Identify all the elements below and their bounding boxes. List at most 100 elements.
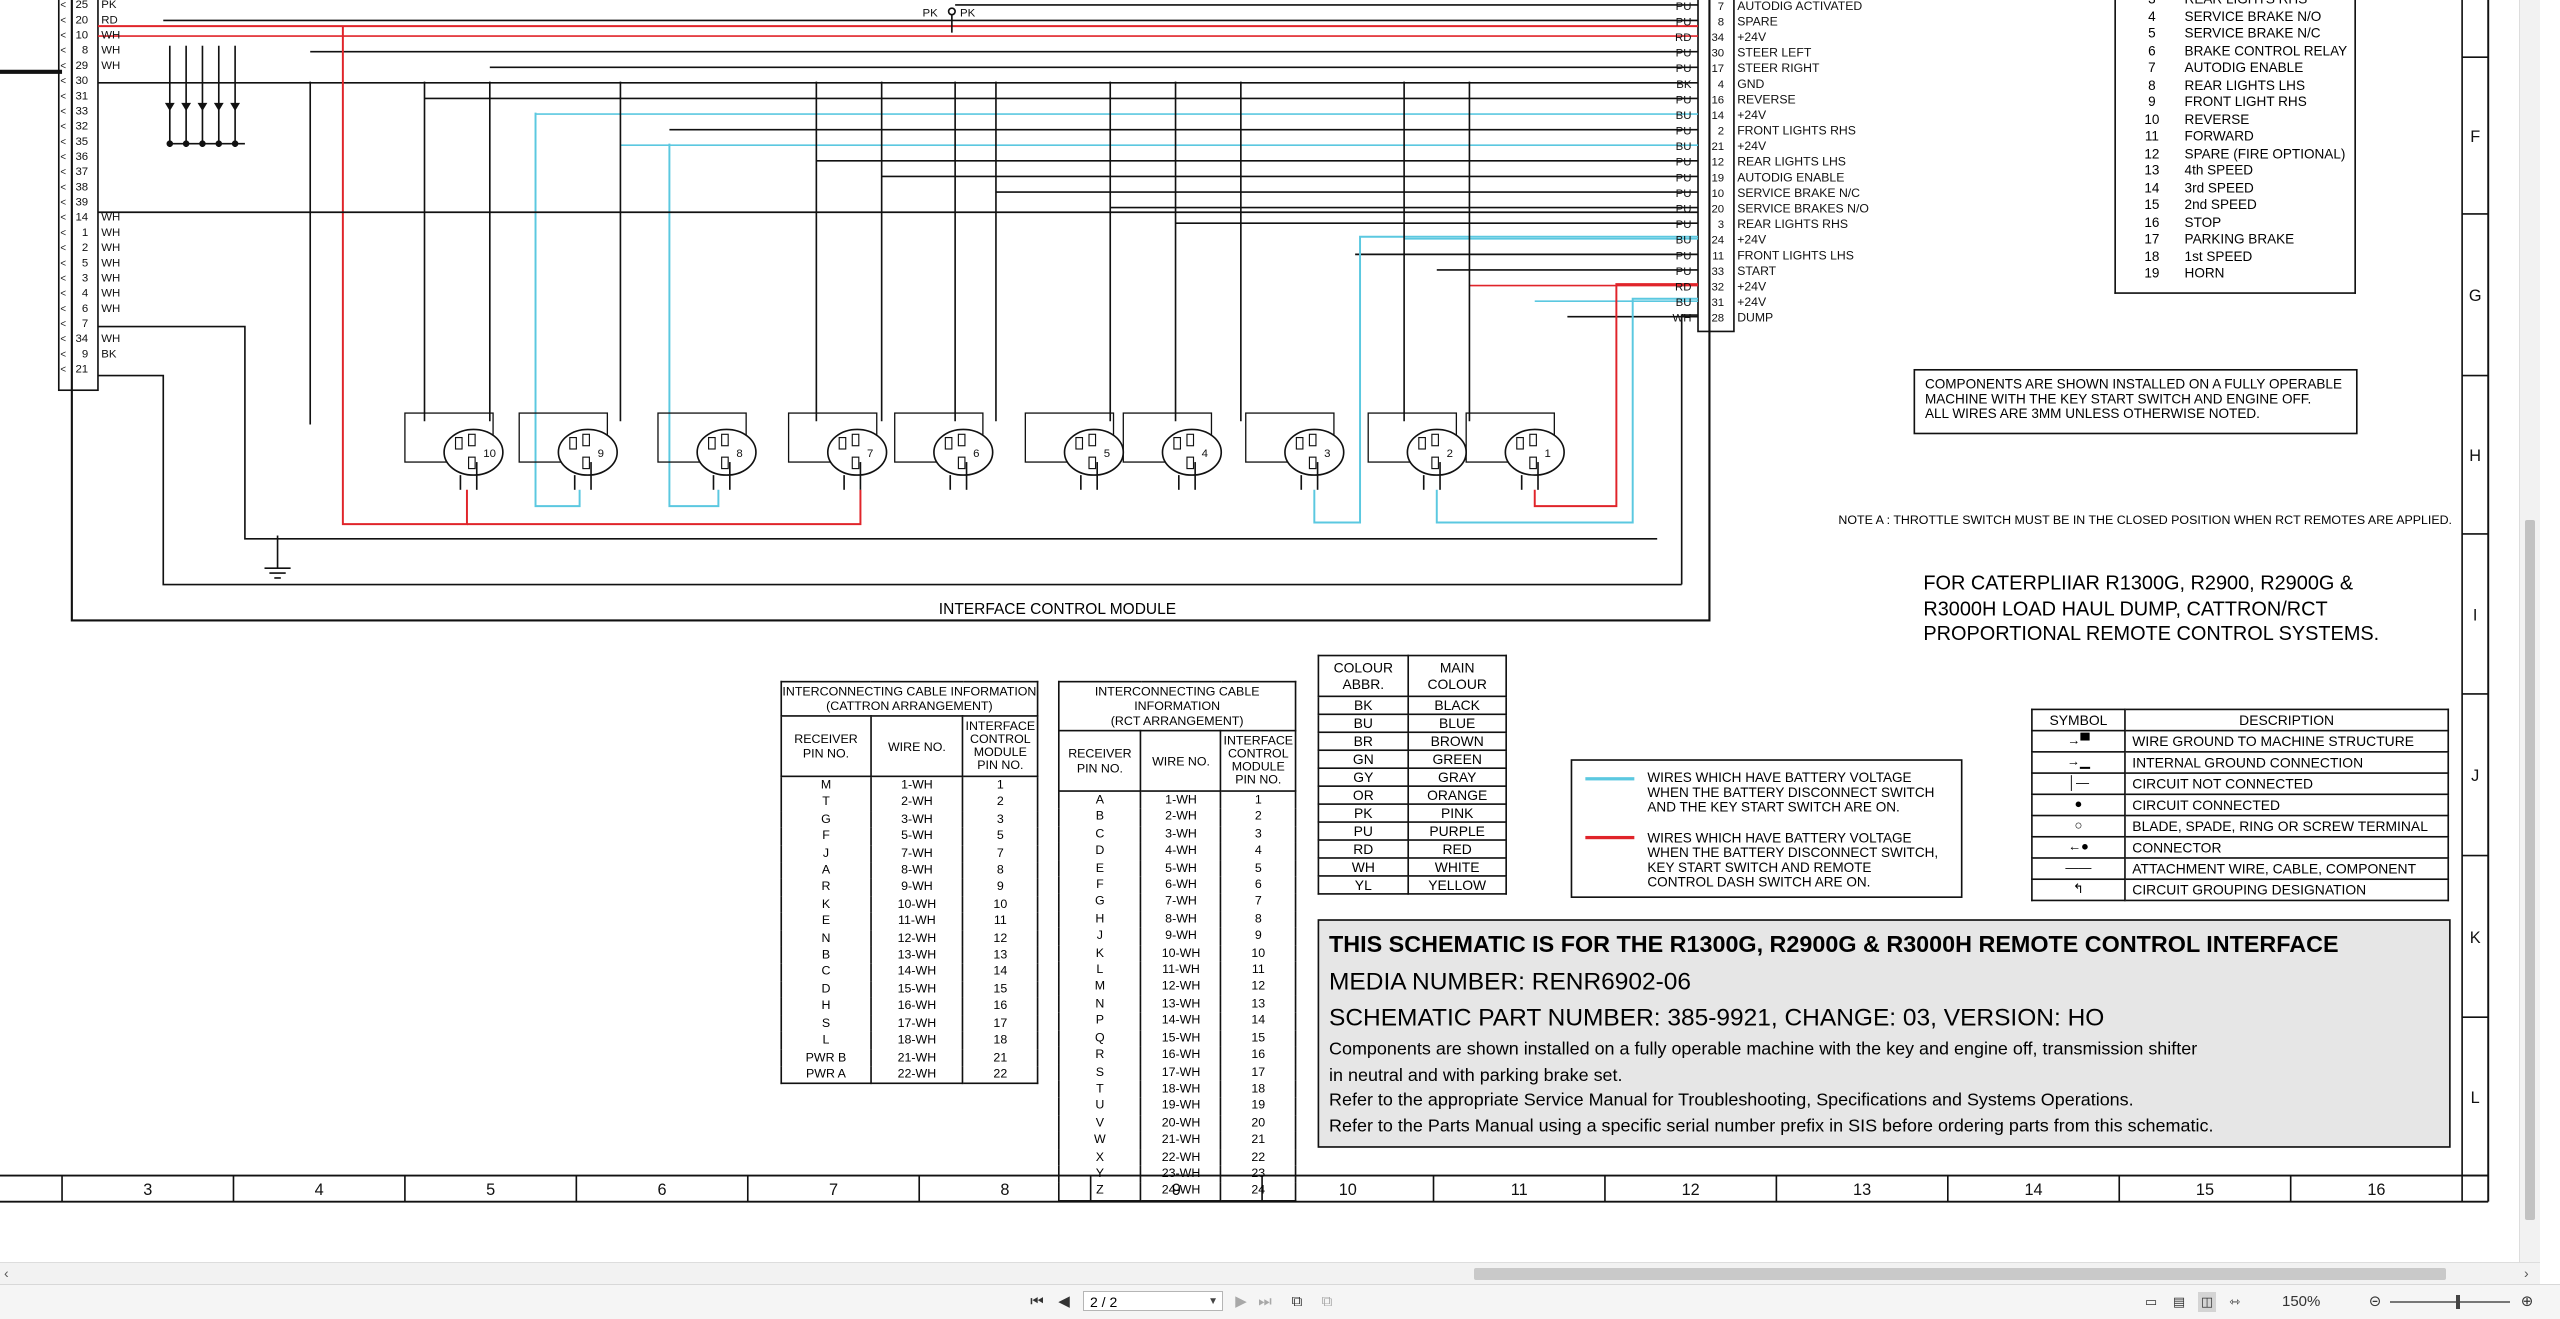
- blue-supply-wire: [668, 143, 720, 508]
- wire-color-label: PU: [1676, 172, 1692, 184]
- row-letter: J: [2471, 767, 2479, 785]
- relay-number: 4: [1202, 448, 1209, 460]
- table-cell: 9-WH: [1140, 927, 1222, 945]
- scroll-left-icon[interactable]: ‹: [4, 1265, 9, 1281]
- table-cell: C: [780, 964, 872, 982]
- wire-function-label: SPARE: [1737, 14, 1778, 28]
- scroll-right-icon[interactable]: ›: [2524, 1265, 2529, 1281]
- table-cell: E: [780, 913, 872, 931]
- table-cell: 20-WH: [1140, 1114, 1222, 1132]
- column-number: 13: [1853, 1181, 1871, 1199]
- connector-arrow-icon: <: [60, 198, 66, 209]
- continuous-view-icon[interactable]: ▤: [2172, 1294, 2186, 1309]
- relay-pin: [1186, 433, 1195, 447]
- wire-color-label: WH: [101, 333, 120, 345]
- previous-page-icon[interactable]: ◀: [1058, 1293, 1070, 1310]
- pin-number: 36: [75, 151, 88, 163]
- pin-number: 21: [1711, 141, 1724, 153]
- vertical-scroll-thumb[interactable]: [2525, 520, 2535, 1220]
- junction-dot-icon: [182, 140, 190, 147]
- colour-abbr: GN: [1317, 749, 1410, 770]
- colour-abbr: PK: [1317, 803, 1410, 823]
- relay-pin: [1186, 456, 1195, 470]
- red-supply-wire: [1533, 283, 1699, 508]
- wire-color-label: WH: [101, 30, 120, 42]
- connector-arrow-icon: <: [60, 258, 66, 269]
- symbol-header: SYMBOL: [2031, 708, 2126, 732]
- horizontal-scrollbar[interactable]: ‹ ›: [0, 1262, 2540, 1285]
- relay-pin: [1295, 436, 1304, 450]
- colour-name: YELLOW: [1407, 875, 1507, 895]
- left-connector: [57, 0, 99, 392]
- vertical-scrollbar[interactable]: [2519, 0, 2540, 1262]
- copy-page-icon[interactable]: ⧉: [1291, 1293, 1303, 1310]
- zoom-out-icon[interactable]: ⊝: [2368, 1293, 2382, 1310]
- zoom-slider[interactable]: [2390, 1301, 2510, 1303]
- zoom-level[interactable]: 150%: [2282, 1293, 2321, 1310]
- zoom-in-icon[interactable]: ⊕: [2520, 1293, 2534, 1310]
- connector-arrow-icon: <: [60, 137, 66, 148]
- next-page-icon[interactable]: ▶: [1235, 1293, 1247, 1310]
- pin-number: 12: [1711, 157, 1724, 169]
- pin-number: 32: [75, 121, 88, 133]
- relay-number: 10: [2144, 110, 2160, 127]
- table-cell: K: [780, 896, 872, 914]
- pin-number: 2: [1718, 126, 1724, 138]
- colour-abbr: BR: [1317, 731, 1410, 752]
- horizontal-scroll-thumb[interactable]: [1474, 1268, 2446, 1280]
- zoom-slider-handle[interactable]: [2456, 1295, 2460, 1309]
- relay-number: 9: [598, 448, 604, 460]
- connector-arrow-icon: <: [60, 349, 66, 360]
- paste-page-icon[interactable]: ⧉: [1321, 1293, 1333, 1310]
- table-cell: 11-WH: [869, 913, 964, 931]
- page-dropdown-icon[interactable]: ▼: [1208, 1296, 1218, 1307]
- page-number-input[interactable]: 2 / 2 ▼: [1083, 1291, 1223, 1311]
- relay-icon: [1504, 428, 1565, 476]
- relay-pin: [1431, 456, 1439, 470]
- table-cell: 16-WH: [1140, 1046, 1222, 1064]
- last-page-icon[interactable]: ⏭: [1258, 1293, 1272, 1310]
- table-cell: 14-WH: [1140, 1012, 1222, 1030]
- relay-description: 2nd SPEED: [2184, 195, 2257, 213]
- table-cell: 21: [962, 1049, 1039, 1066]
- pin-number: 16: [1711, 94, 1724, 106]
- table-cell: S: [780, 1015, 872, 1033]
- wire-function-label: +24V: [1737, 295, 1767, 309]
- wire-color-label: BU: [1676, 141, 1692, 153]
- pin-number: 14: [75, 212, 88, 224]
- column-number: 16: [2367, 1181, 2385, 1199]
- single-page-view-icon[interactable]: ▭: [2144, 1294, 2158, 1309]
- relay-description: REVERSE: [2184, 110, 2250, 127]
- relay-number: 12: [2144, 144, 2160, 161]
- table-cell: G: [1057, 893, 1142, 911]
- relay-number: 9: [2148, 93, 2156, 110]
- relay-pin: [957, 433, 966, 447]
- fit-width-icon[interactable]: ⇿: [2229, 1294, 2241, 1309]
- blue-wire-swatch: [1585, 777, 1635, 781]
- relay-number: 6: [973, 448, 979, 460]
- junction-dot-icon: [166, 140, 174, 147]
- table-cell: T: [780, 794, 872, 812]
- relay-pin: [721, 433, 729, 447]
- connected-dot-icon: ●: [2031, 793, 2126, 817]
- relay-description: FORWARD: [2184, 127, 2254, 144]
- two-page-view-icon[interactable]: ◫: [2198, 1292, 2216, 1312]
- table-cell: 7-WH: [1140, 893, 1222, 911]
- first-page-icon[interactable]: ⏮: [1030, 1293, 1044, 1310]
- colour-name: BLUE: [1407, 713, 1507, 734]
- table-cell: 4-WH: [1140, 842, 1222, 860]
- relay-description: SERVICE BRAKE N/O: [2184, 7, 2322, 24]
- relay-description: SERVICE BRAKE N/C: [2184, 24, 2321, 41]
- pin-number: 9: [82, 348, 88, 360]
- grouping-icon: ↰: [2031, 878, 2126, 902]
- table-cell: B: [1057, 808, 1142, 826]
- wire-function-label: +24V: [1737, 233, 1767, 247]
